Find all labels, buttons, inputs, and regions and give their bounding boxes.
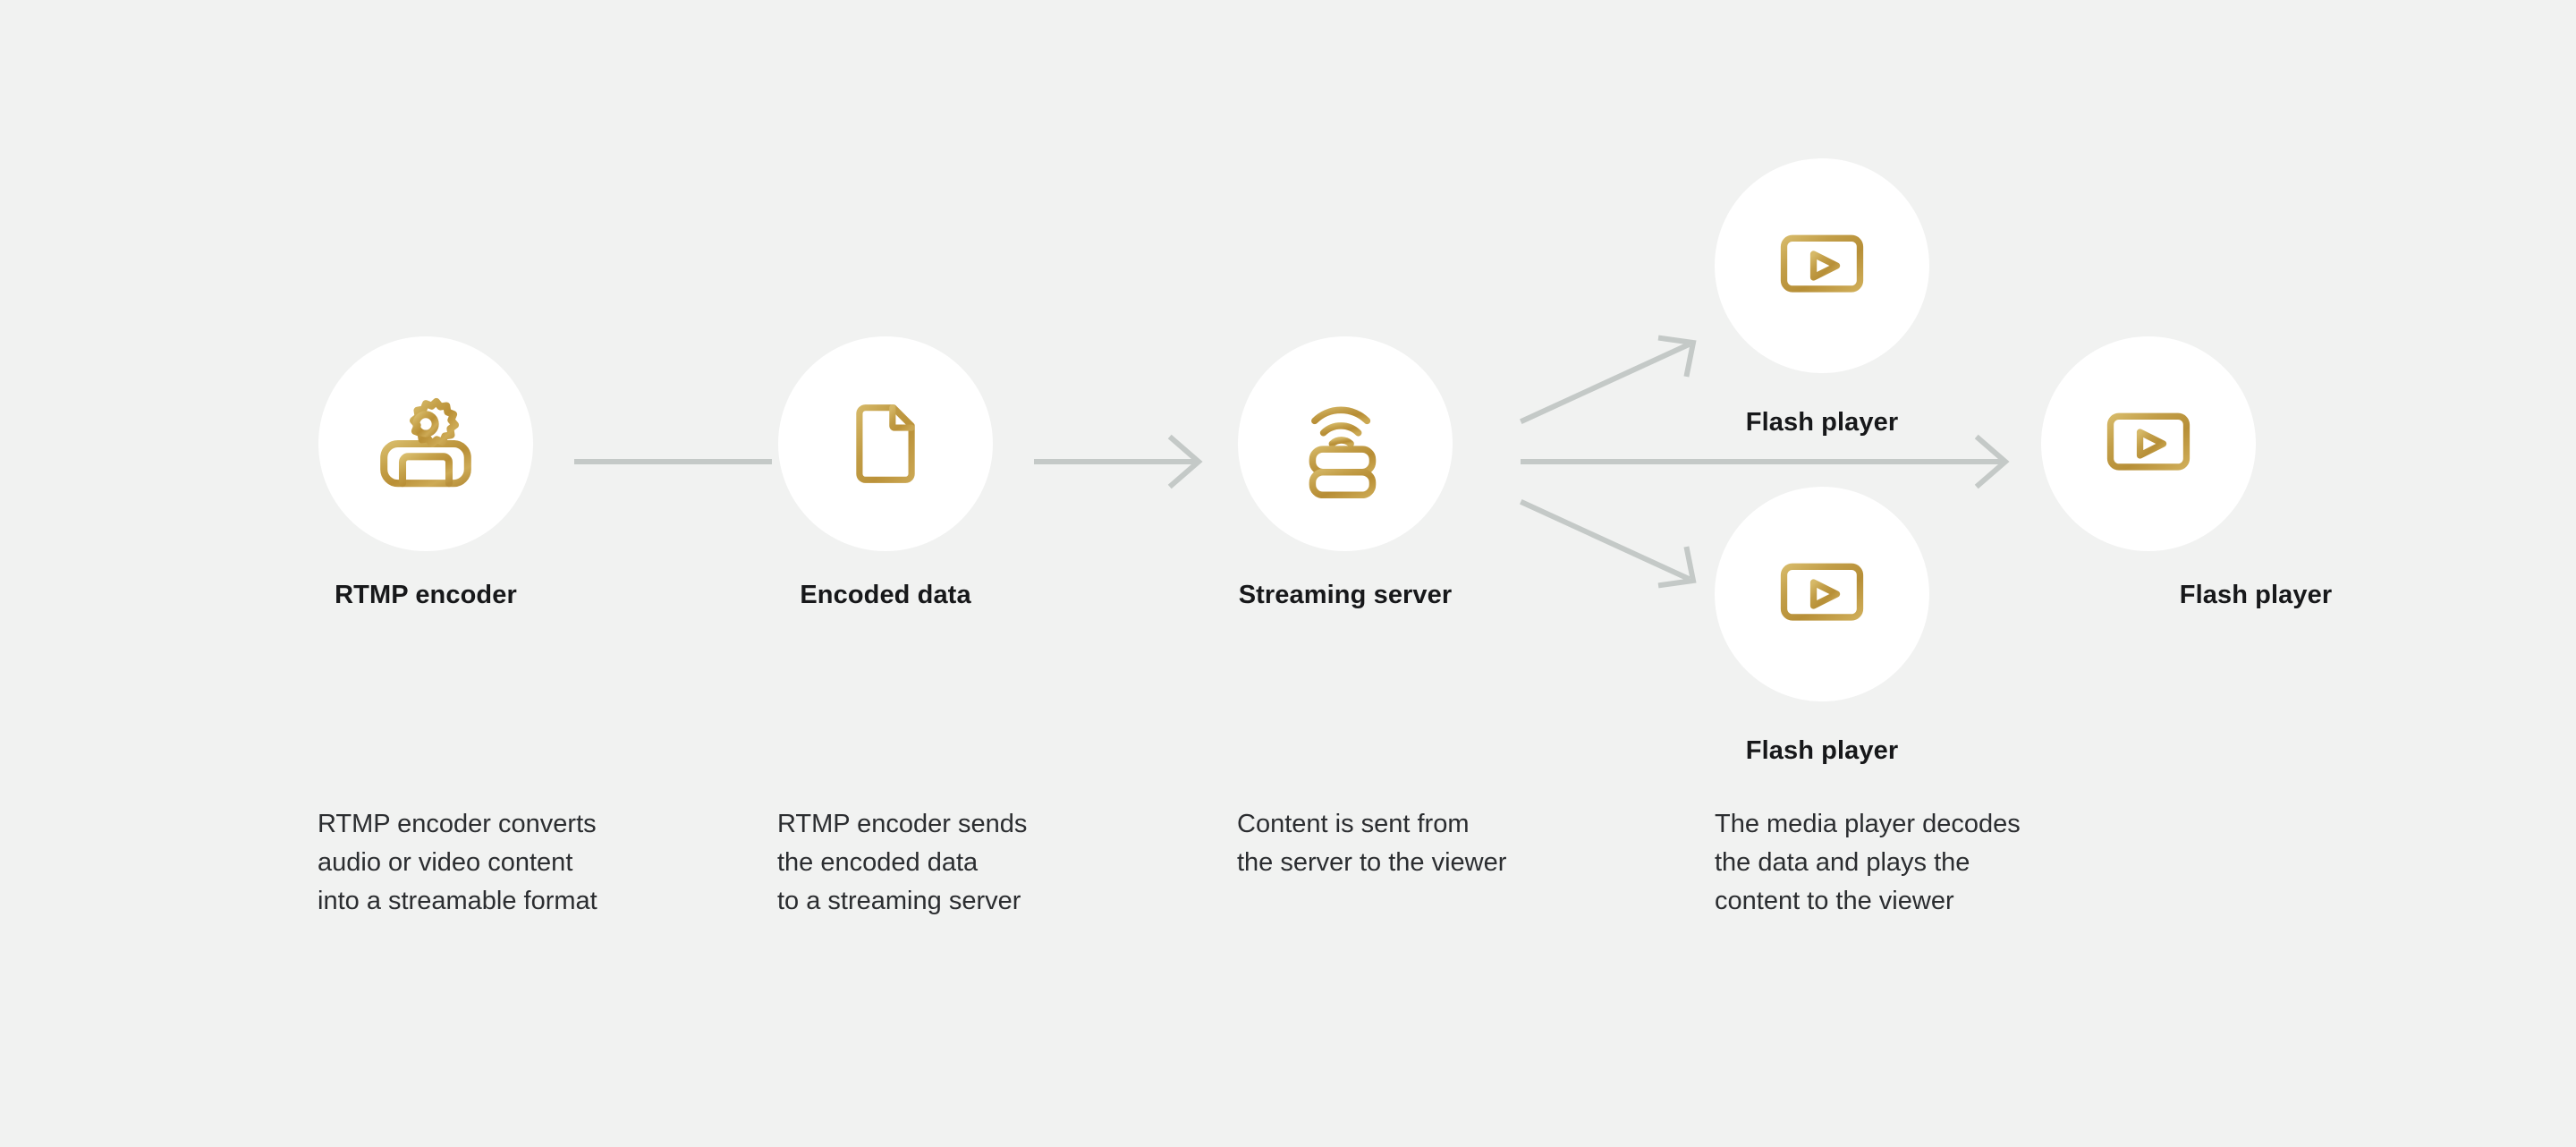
media-player-icon bbox=[1774, 234, 1870, 304]
node-flash-player-right[interactable] bbox=[2041, 336, 2256, 551]
document-icon bbox=[856, 404, 915, 483]
server-broadcast-icon bbox=[1309, 406, 1377, 498]
node-encoded-data[interactable] bbox=[778, 336, 993, 551]
node-label-flash-player-top: Flash player bbox=[1745, 408, 1899, 437]
arrowhead-server-to-player-top bbox=[1657, 335, 1697, 378]
media-player-icon bbox=[2100, 412, 2197, 482]
node-streaming-server[interactable] bbox=[1238, 336, 1453, 551]
node-rtmp-encoder[interactable] bbox=[318, 336, 533, 551]
node-flash-player-bottom[interactable] bbox=[1715, 487, 1929, 701]
node-label-streaming-server: Streaming server bbox=[1238, 581, 1453, 609]
arrowhead-server-to-player-bottom bbox=[1657, 546, 1697, 589]
description-rtmp-encoder: RTMP encoder converts audio or video con… bbox=[318, 810, 597, 915]
media-player-icon bbox=[1774, 563, 1870, 633]
description-encoded-data: RTMP encoder sends the encoded data to a… bbox=[777, 810, 1028, 915]
description-flash-player: The media player decodes the data and pl… bbox=[1715, 810, 2021, 915]
description-streaming-server: Content is sent from the server to the v… bbox=[1237, 810, 1507, 877]
node-label-flash-player-bottom: Flash player bbox=[1745, 736, 1899, 765]
arrowhead-server-to-player-right bbox=[1974, 434, 2010, 489]
node-label-rtmp-encoder: RTMP encoder bbox=[335, 581, 517, 609]
node-label-encoded-data: Encoded data bbox=[800, 581, 971, 609]
node-label-flash-player-right: Flash player bbox=[2179, 581, 2333, 609]
node-flash-player-top[interactable] bbox=[1715, 158, 1929, 373]
arrowhead-data-to-server bbox=[1167, 434, 1203, 489]
connector-server-to-player-bottom bbox=[1520, 499, 1690, 582]
encoder-gear-icon bbox=[380, 397, 471, 488]
